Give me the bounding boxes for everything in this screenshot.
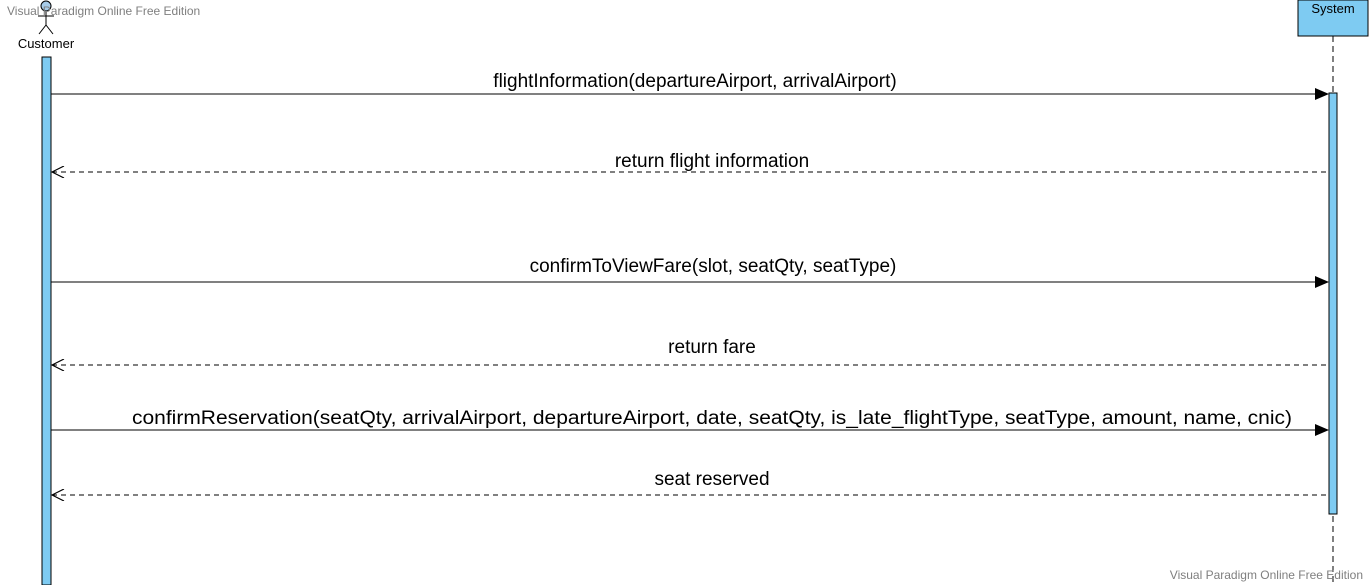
system-participant[interactable]: System (1297, 0, 1369, 585)
message-label: confirmToViewFare(slot, seatQty, seatTyp… (530, 256, 897, 277)
customer-activation-bar (41, 56, 52, 585)
return-label: seat reserved (654, 469, 769, 490)
system-header-box (1297, 0, 1369, 37)
message-label: flightInformation(departureAirport, arri… (493, 71, 896, 92)
return-label: return fare (668, 337, 756, 358)
return-message[interactable]: seat reserved (52, 469, 1329, 495)
return-message[interactable]: return flight information (52, 151, 1329, 172)
message[interactable]: confirmReservation(seatQty, arrivalAirpo… (51, 408, 1329, 436)
customer-label: Customer (18, 36, 75, 51)
actor-leg-right (45, 24, 54, 35)
message[interactable]: confirmToViewFare(slot, seatQty, seatTyp… (51, 256, 1329, 288)
message-label: confirmReservation(seatQty, arrivalAirpo… (132, 408, 1292, 429)
system-activation-bar (1328, 92, 1338, 515)
return-message[interactable]: return fare (52, 337, 1329, 365)
return-label: return flight information (615, 151, 809, 172)
system-label: System (1311, 1, 1354, 16)
customer-participant[interactable]: Customer (18, 0, 75, 51)
message[interactable]: flightInformation(departureAirport, arri… (51, 71, 1329, 100)
actor-head (40, 0, 52, 12)
actor-leg-left (38, 24, 47, 35)
